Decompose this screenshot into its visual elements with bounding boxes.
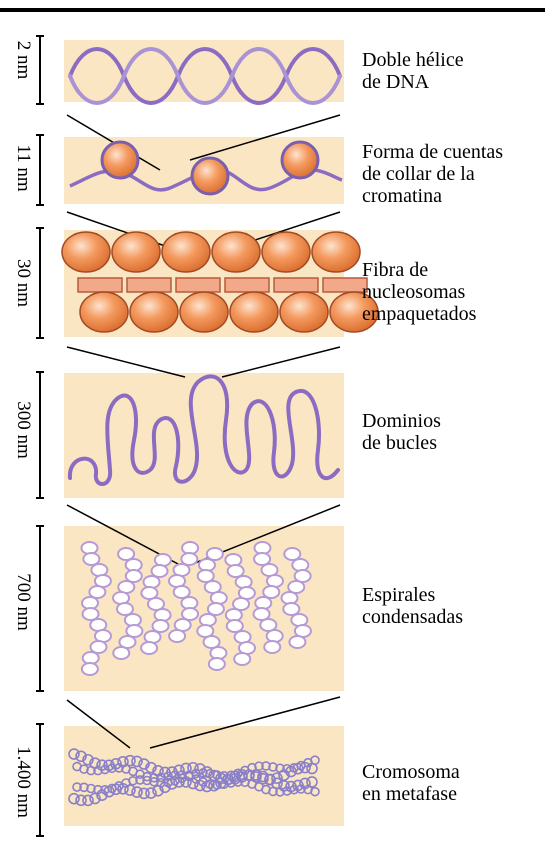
coil-loop <box>169 630 185 642</box>
coil-loop <box>82 663 98 675</box>
solenoid-fiber <box>62 232 378 332</box>
linker-stripe <box>176 278 220 292</box>
coil-loop <box>289 636 305 648</box>
label-beads-on-string: Forma de cuentas de collar de la cromati… <box>362 141 503 207</box>
label-loop-domains: Dominios de bucles <box>362 410 441 454</box>
coil-loop <box>228 565 244 577</box>
coil-loop <box>263 586 279 598</box>
coil-loop <box>267 630 283 642</box>
coil-loop <box>141 642 157 654</box>
panel-coils <box>64 526 344 691</box>
coil-loop <box>264 641 280 653</box>
linker-stripe <box>127 278 171 292</box>
scale-label-11nm: 11 nm <box>12 144 34 191</box>
coil-loop <box>83 553 99 565</box>
nucleosome-bead <box>312 232 360 272</box>
scale-label-700nm: 700 nm <box>12 573 34 631</box>
connector-3b <box>222 347 340 377</box>
scale-label-2nm: 2 nm <box>12 41 34 80</box>
nucleosome-bead <box>262 232 310 272</box>
coil-loop <box>153 620 169 632</box>
nucleosome-bead <box>112 232 160 272</box>
coil-loop <box>113 647 129 659</box>
scale-bar-2nm <box>36 36 44 104</box>
coil-loop <box>209 658 225 670</box>
label-dna-helix: Doble hélice de DNA <box>362 49 464 93</box>
nucleosome-bead <box>80 292 128 332</box>
nucleosome-bead <box>130 292 178 332</box>
coil-loop <box>292 559 308 571</box>
label-condensed-coils: Espirales condensadas <box>362 584 463 628</box>
coil-loop <box>283 603 299 615</box>
coil-loop <box>117 603 133 615</box>
label-nucleosome-fiber: Fibra de nucleosomas empaquetados <box>362 259 476 325</box>
coil-loop <box>207 548 223 560</box>
connector-3a <box>67 347 185 377</box>
linker-stripe <box>78 278 122 292</box>
nucleosome-bead <box>280 292 328 332</box>
nucleosome-bead <box>180 292 228 332</box>
nucleosome-bead <box>212 232 260 272</box>
nucleosome-bead <box>162 232 210 272</box>
scale-bar-1400nm <box>36 724 44 836</box>
scale-label-30nm: 30 nm <box>12 259 34 307</box>
coil-loop <box>155 554 171 566</box>
scale-bar-300nm <box>36 372 44 498</box>
coil-loop <box>200 614 216 626</box>
coil-loop <box>225 554 241 566</box>
coil-loop <box>152 565 168 577</box>
nucleosome-bead <box>230 292 278 332</box>
scale-bar-700nm <box>36 526 44 691</box>
coil-loop <box>211 592 227 604</box>
linker-stripe <box>274 278 318 292</box>
label-metaphase-chromosome: Cromosoma en metafase <box>362 761 460 805</box>
coil-loop <box>234 653 250 665</box>
scale-bar-30nm <box>36 228 44 338</box>
coil-loop <box>236 576 252 588</box>
nucleosome-bead <box>62 232 110 272</box>
linker-stripe <box>225 278 269 292</box>
scale-label-1400nm: 1.400 nm <box>12 746 34 818</box>
coil-loop <box>208 603 224 615</box>
coil-loop <box>284 548 300 560</box>
scale-label-300nm: 300 nm <box>12 401 34 459</box>
scale-bars <box>36 36 44 836</box>
scale-bar-11nm <box>36 135 44 205</box>
linker-stripe <box>323 278 367 292</box>
